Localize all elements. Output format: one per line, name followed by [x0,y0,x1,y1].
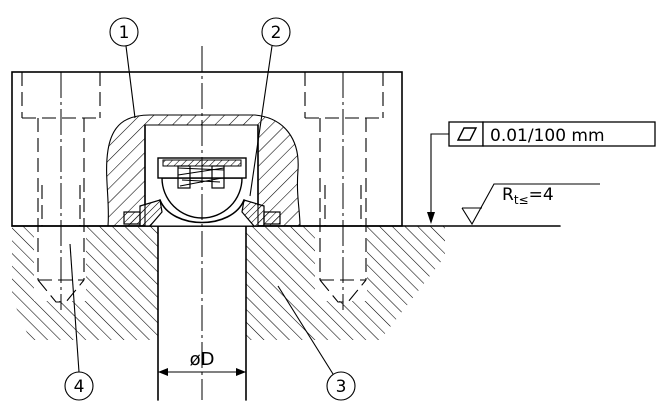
flatness-symbol-icon [456,127,478,141]
balloon-3: 3 [277,285,356,401]
flatness-value: 0.01/100 mm [490,126,605,146]
svg-text:3: 3 [336,377,347,397]
leader-arrow-icon [427,212,435,224]
diameter-dimension: øD [158,349,246,376]
base-plate-hatching [10,226,450,340]
svg-text:2: 2 [271,23,282,43]
balloon-1: 1 [109,17,139,119]
diameter-label: øD [190,349,215,370]
ball-spring-assembly [123,157,281,227]
screw-right [304,72,384,310]
screw-left [21,72,101,310]
svg-text:Rt≤=4: Rt≤=4 [502,185,554,207]
flatness-callout: 0.01/100 mm [427,121,656,224]
balloon-4: 4 [64,243,94,401]
svg-text:4: 4 [74,377,85,397]
roughness-symbol: Rt≤=4 [461,183,600,226]
bore [157,225,247,401]
svg-text:1: 1 [119,23,130,43]
balloon-2: 2 [249,17,291,197]
